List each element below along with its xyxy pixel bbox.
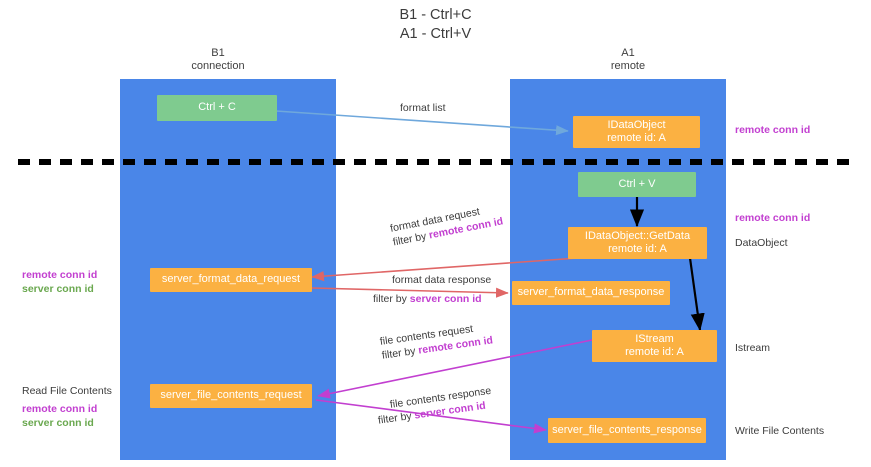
annotation-left-server-conn-id-bottom: server conn id [22, 417, 94, 429]
annotation-remote-conn-id-mid: remote conn id [735, 212, 811, 224]
node-ctrl-c[interactable]: Ctrl + C [157, 95, 277, 121]
node-idataobject[interactable]: IDataObject remote id: A [573, 116, 700, 148]
edge-label-format-data-response-filter: filter by server conn id [373, 292, 491, 306]
annotation-left-remote-conn-id-bottom: remote conn id [22, 403, 98, 415]
arrow-format-data-request [311, 257, 579, 282]
annotation-left-remote-conn-id-mid: remote conn id [22, 269, 98, 281]
node-server-file-contents-request[interactable]: server_file_contents_request [150, 384, 312, 408]
node-server-format-data-response[interactable]: server_format_data_response [512, 281, 670, 305]
filter-prefix: filter by [373, 293, 410, 305]
node-server-format-data-request-label: server_format_data_request [161, 273, 301, 286]
annotation-read-file-contents: Read File Contents [22, 385, 112, 397]
edge-label-format-list: format list [400, 101, 446, 115]
node-ctrl-v-label: Ctrl + V [618, 177, 656, 190]
node-idataobject-remote-id: remote id: A [607, 132, 666, 144]
node-server-file-contents-response-label: server_file_contents_response [552, 423, 702, 436]
arrow-file-contents-request [317, 339, 593, 399]
column-header-b1-role: connection [191, 60, 245, 72]
column-header-a1-role: remote [610, 60, 646, 72]
node-istream[interactable]: IStream remote id: A [592, 330, 717, 362]
annotation-dataobject: DataObject [735, 237, 788, 249]
arrow-format-data-response [311, 287, 509, 298]
node-istream-label: IStream [635, 332, 674, 345]
annotation-left-server-conn-id-mid: server conn id [22, 283, 94, 295]
node-ctrl-c-label: Ctrl + C [198, 101, 236, 114]
column-header-a1-text: A1 [621, 47, 635, 59]
node-server-file-contents-response[interactable]: server_file_contents_response [548, 418, 706, 443]
annotation-remote-conn-id-top: remote conn id [735, 124, 811, 136]
node-idataobject-getdata[interactable]: IDataObject::GetData remote id: A [568, 227, 707, 259]
node-server-format-data-request[interactable]: server_format_data_request [150, 268, 312, 292]
arrow-format-list [275, 110, 569, 136]
edge-label-format-data-response-text: format data response [392, 274, 492, 286]
node-idataobject-label: IDataObject [607, 118, 666, 131]
node-server-file-contents-request-label: server_file_contents_request [160, 389, 302, 402]
page-title: B1 - Ctrl+C A1 - Ctrl+V [399, 7, 472, 42]
edge-label-format-data-response: format data response filter by server co… [373, 273, 492, 306]
node-server-format-data-response-label: server_format_data_response [517, 286, 665, 299]
edge-label-format-list-text: format list [400, 102, 446, 114]
node-getdata-remote-id: remote id: A [608, 243, 667, 255]
node-getdata-label: IDataObject::GetData [584, 229, 691, 242]
arrow-file-contents-response [315, 399, 547, 434]
node-ctrl-v[interactable]: Ctrl + V [578, 172, 696, 197]
filter-key-server-conn-id: server conn id [409, 293, 482, 305]
arrow-getdata-to-istream [688, 257, 705, 332]
column-header-b1-text: B1 [211, 47, 225, 59]
annotation-istream: Istream [735, 342, 771, 354]
annotation-write-file-contents: Write File Contents [735, 425, 825, 437]
node-istream-remote-id: remote id: A [625, 346, 684, 358]
